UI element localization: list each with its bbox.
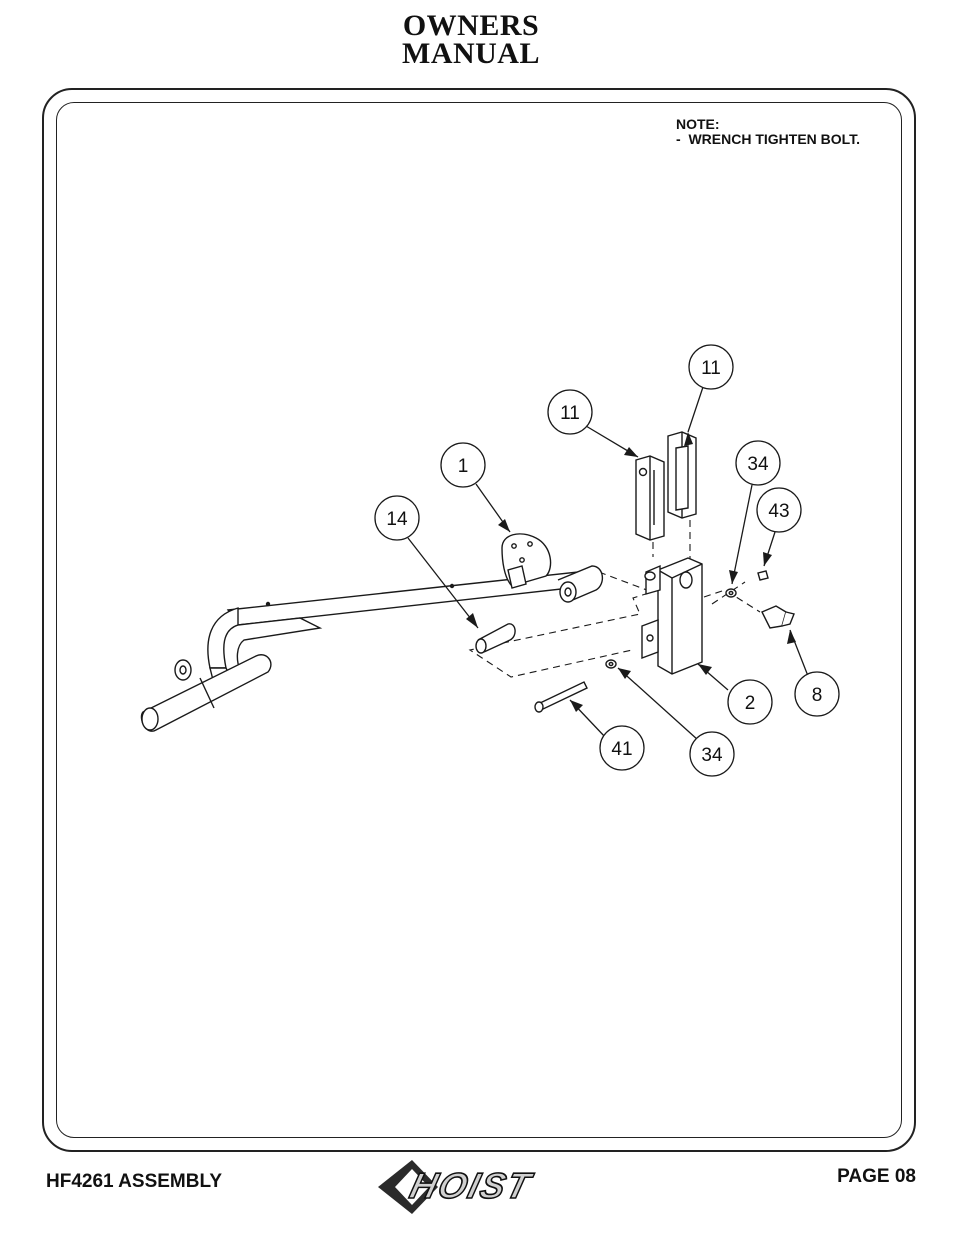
callout-41: 41: [599, 725, 645, 771]
callout-34-upper: 34: [735, 440, 781, 486]
callout-label: 11: [701, 358, 721, 379]
note-text: - WRENCH TIGHTEN BOLT.: [676, 131, 861, 147]
callout-label: 41: [611, 739, 632, 760]
callout-label: 11: [560, 403, 580, 424]
arrowheads: [466, 432, 796, 712]
title-line-2: MANUAL: [402, 37, 540, 70]
callout-43: 43: [756, 487, 802, 533]
callout-label: 43: [768, 501, 789, 522]
main-frame: [140, 565, 603, 732]
callout-14: 14: [374, 495, 420, 541]
bracket-left: [635, 455, 665, 541]
assembly-model-label: HF4261 ASSEMBLY: [46, 1171, 222, 1192]
pivot-plate: [501, 533, 552, 589]
assembly-note: NOTE: - WRENCH TIGHTEN BOLT.: [676, 117, 860, 147]
callout-label: 34: [747, 454, 769, 475]
callout-11-lower: 11: [547, 389, 593, 435]
callout-8: 8: [794, 671, 840, 717]
title-line-1: OWNERS: [402, 9, 540, 42]
hoist-logo: HOIST: [378, 1160, 538, 1214]
hardware: [534, 570, 795, 713]
callout-34-lower: 34: [689, 731, 735, 777]
callout-label: 1: [458, 456, 469, 477]
leader-lines: [407, 383, 809, 741]
page-number: PAGE 08: [837, 1166, 916, 1187]
inner-frame: [56, 102, 902, 1138]
nut-43: [757, 570, 769, 581]
logo-wordmark: HOIST: [406, 1166, 537, 1206]
callout-label: 2: [745, 693, 756, 714]
callout-label: 14: [386, 509, 408, 530]
outer-frame: [42, 88, 916, 1152]
callout-11-upper: 11: [688, 344, 734, 390]
note-heading: NOTE:: [676, 116, 720, 132]
callout-label: 34: [701, 745, 723, 766]
upright-tube: [641, 557, 703, 675]
page-title: OWNERS MANUAL: [0, 9, 942, 70]
callout-2: 2: [727, 679, 773, 725]
bracket-right: [667, 431, 697, 519]
roller-pin: [475, 623, 516, 654]
callout-label: 8: [812, 685, 823, 706]
callouts: 11 11 1 34 43 14 2 8: [374, 344, 840, 777]
callout-1: 1: [440, 442, 486, 488]
